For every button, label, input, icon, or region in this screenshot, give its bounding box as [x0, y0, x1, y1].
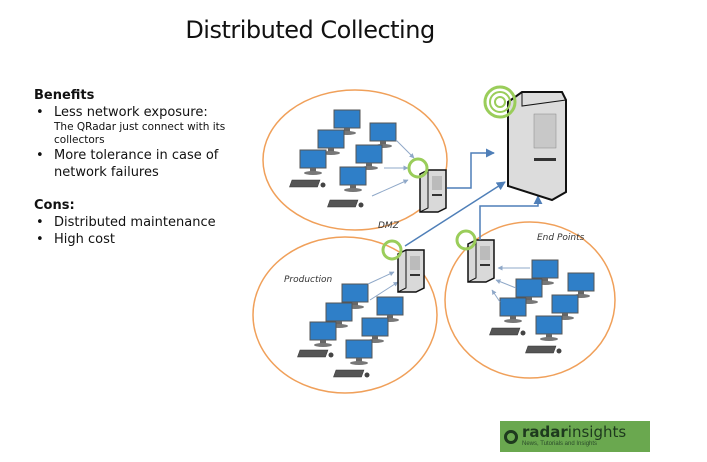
central-qradar-server [507, 91, 567, 202]
benefits-heading: Benefits [34, 88, 95, 103]
bullet-icon: • [36, 215, 44, 230]
zone-end-points [444, 221, 616, 379]
signal-icon [381, 239, 403, 261]
text-panel: Benefits • Less network exposure: The QR… [34, 88, 244, 248]
production-collector-server [397, 249, 425, 293]
cons-list: • Distributed maintenance • High cost [34, 214, 244, 248]
logo-brand-bold: radar [522, 423, 568, 441]
signal-icon [455, 229, 477, 251]
con-item: • High cost [34, 231, 244, 248]
endpoint-workstations [488, 259, 595, 354]
benefit-text: More tolerance in case of network failur… [54, 148, 219, 180]
bullet-icon: • [36, 105, 44, 120]
logo-tagline: News, Tutorials and Insights [522, 441, 598, 447]
benefit-item: • More tolerance in case of network fail… [34, 147, 244, 181]
flow-arrow-end-points [479, 195, 543, 240]
cons-heading: Cons: [34, 198, 75, 213]
benefit-subtext: The QRadar just connect with its collect… [54, 121, 226, 146]
zone-dmz [262, 89, 448, 231]
benefit-text: Less network exposure: [54, 105, 208, 120]
zone-label-dmz: DMZ [378, 221, 400, 231]
logo-brand-light: insights [567, 423, 627, 441]
con-text: High cost [54, 232, 115, 247]
benefit-item: • Less network exposure: The QRadar just… [34, 104, 244, 147]
bullet-icon: • [36, 148, 44, 163]
central-signal-icon [483, 85, 517, 119]
logo-text-column: radarinsights News, Tutorials and Insigh… [522, 425, 626, 448]
flow-arrow-production [404, 181, 506, 247]
magnifier-icon [504, 429, 518, 444]
radarinsights-logo: radarinsights News, Tutorials and Insigh… [500, 421, 650, 452]
signal-icon [407, 157, 429, 179]
production-workstations [296, 283, 404, 378]
zone-label-production: Production [284, 275, 333, 285]
zone-production [252, 236, 438, 394]
con-item: • Distributed maintenance [34, 214, 244, 231]
con-text: Distributed maintenance [54, 215, 216, 230]
benefits-list: • Less network exposure: The QRadar just… [34, 104, 244, 181]
logo-wordmark: radarinsights [522, 425, 626, 440]
slide-title: Distributed Collecting [185, 16, 435, 44]
bullet-icon: • [36, 232, 44, 247]
zone-label-end-points: End Points [537, 233, 585, 243]
flow-arrow-dmz [447, 148, 495, 189]
